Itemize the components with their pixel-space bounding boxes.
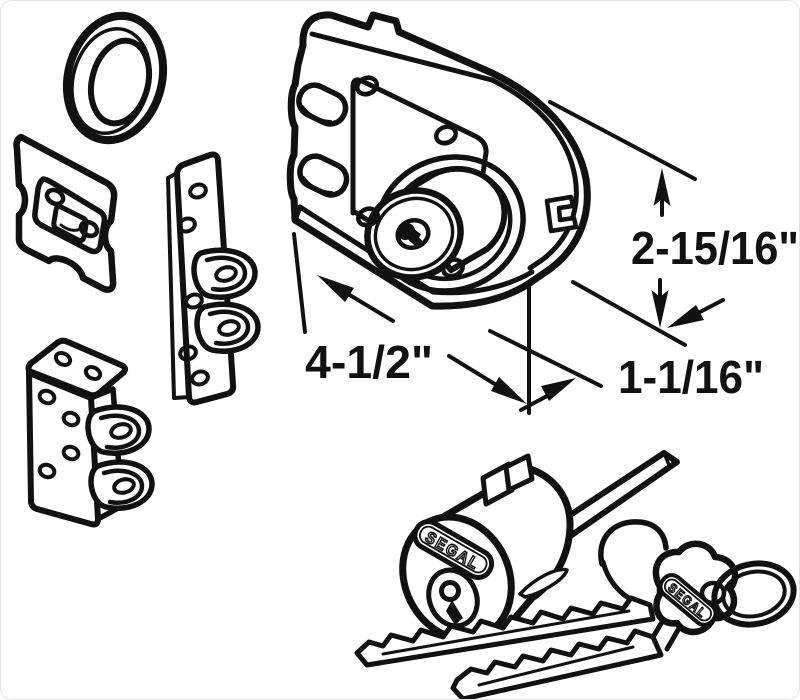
trim-ring bbox=[62, 11, 168, 145]
screw bbox=[355, 75, 379, 97]
bracket-loop bbox=[85, 404, 152, 456]
back-key-bow bbox=[598, 519, 669, 567]
screw bbox=[441, 257, 465, 279]
edge-notch bbox=[544, 194, 579, 234]
dimension-depth: 1-1/16" bbox=[519, 298, 764, 412]
segal-badge: SEGAL bbox=[412, 519, 495, 581]
cylinder-keyhole bbox=[426, 567, 480, 629]
key-ring bbox=[711, 560, 797, 628]
dimension-width: 4-1/2" bbox=[305, 275, 527, 404]
keys: SEGAL bbox=[354, 519, 797, 699]
bolt-guide-slot bbox=[297, 153, 350, 198]
plate-screw-hole bbox=[44, 187, 66, 207]
height-dimension-label: 2-15/16" bbox=[631, 222, 799, 274]
angle-strike-bracket bbox=[25, 337, 155, 528]
strike-plate bbox=[166, 151, 261, 406]
deadbolt-lock-body bbox=[286, 11, 591, 310]
mounting-plate bbox=[13, 133, 118, 293]
dimension-height: 2-15/16" bbox=[631, 168, 799, 328]
screw bbox=[356, 206, 380, 228]
depth-dimension-label: 1-1/16" bbox=[618, 351, 764, 403]
dimensions: 4-1/2" 2-15/16" 1-1/16" bbox=[292, 100, 799, 415]
width-dimension-label: 4-1/2" bbox=[305, 336, 433, 388]
strike-loop bbox=[191, 247, 258, 300]
bracket-loop bbox=[88, 459, 155, 511]
screw bbox=[434, 124, 458, 146]
rim-cylinder: SEGAL bbox=[399, 450, 680, 643]
strike-loop bbox=[194, 301, 261, 354]
bolt-guide-slot bbox=[296, 82, 349, 127]
